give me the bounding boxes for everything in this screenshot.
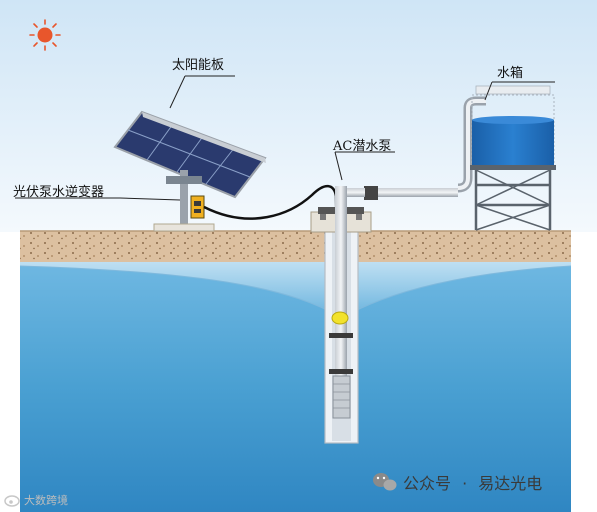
float-switch — [331, 311, 349, 325]
inverter-box — [190, 195, 205, 219]
weibo-icon — [4, 495, 20, 507]
soil-layer — [20, 231, 571, 262]
inverter-label: 光伏泵水逆变器 — [13, 185, 105, 200]
groundwater — [20, 262, 571, 512]
solar-panel-leader — [169, 75, 235, 109]
pump-label: AC潜水泵 — [333, 139, 392, 154]
pipe-clamps — [329, 333, 353, 374]
inverter-leader — [15, 197, 181, 201]
tank-stand — [470, 165, 556, 231]
sky-background — [0, 0, 597, 232]
watermark-separator: · — [462, 474, 468, 493]
water-tank-leader — [484, 81, 555, 101]
solar-panel-label: 太阳能板 — [172, 58, 225, 73]
pump-leader — [334, 151, 395, 181]
leader-lines — [15, 75, 555, 201]
panel-mount — [153, 170, 215, 232]
watermark-account: 公众号 · 易达光电 — [403, 470, 542, 494]
sun-icon — [29, 19, 61, 51]
solar-panel — [113, 110, 267, 199]
submersible-pump — [332, 375, 351, 419]
riser-pipe — [335, 195, 347, 395]
wechat-icon — [373, 473, 397, 491]
delivery-pipe — [335, 96, 486, 200]
water-tank-label: 水箱 — [497, 66, 524, 81]
watermark-prefix: 公众号 — [403, 474, 452, 493]
water-tank — [471, 85, 555, 166]
drawdown-cone — [20, 262, 571, 318]
watermark-name: 易达光电 — [478, 474, 543, 493]
corner-watermark: 大数跨境 — [24, 494, 68, 507]
